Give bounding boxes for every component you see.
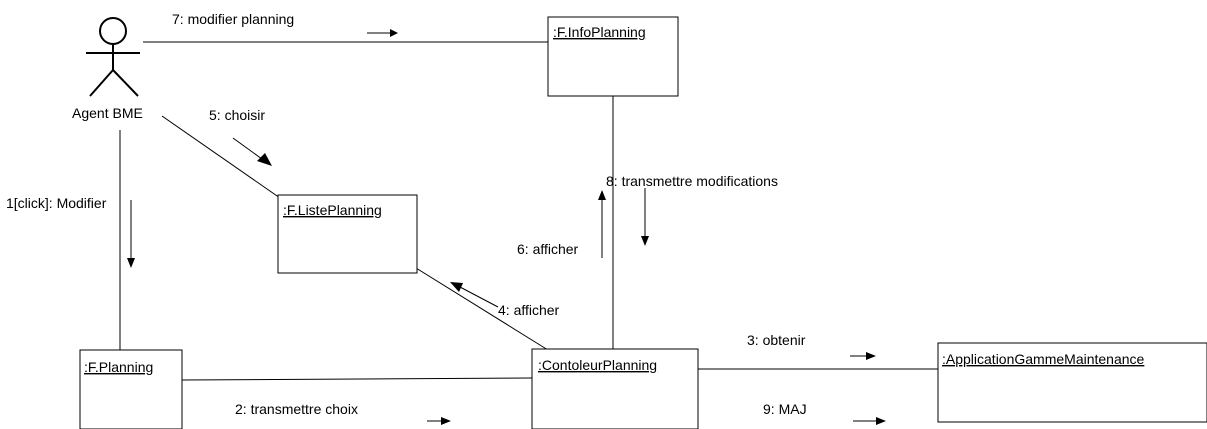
message-m7: 7: modifier planning bbox=[172, 11, 294, 27]
actor-agent-bme bbox=[86, 17, 140, 97]
object-info-planning bbox=[547, 16, 679, 97]
message-m6: 6: afficher bbox=[517, 241, 579, 257]
link-listeplanning-controleur bbox=[415, 267, 549, 351]
actor-head bbox=[99, 17, 127, 45]
object-planning bbox=[79, 349, 183, 429]
link-planning-controleur bbox=[181, 377, 533, 381]
actor-left-leg bbox=[89, 69, 114, 97]
message-m8: 8: transmettre modifications bbox=[606, 173, 778, 189]
arrow-m5 bbox=[232, 137, 272, 166]
message-m9: 9: MAJ bbox=[763, 401, 807, 417]
link-actor-listeplanning bbox=[161, 115, 281, 199]
arrow-m1 bbox=[127, 200, 135, 268]
planning-label: :F.Planning bbox=[84, 359, 153, 375]
object-controleur-planning bbox=[531, 348, 699, 429]
info-planning-label: :F.InfoPlanning bbox=[553, 24, 646, 40]
object-liste-planning bbox=[277, 194, 418, 274]
message-m3: 3: obtenir bbox=[747, 332, 806, 348]
arrow-m2 bbox=[427, 417, 451, 425]
arrow-m6 bbox=[598, 190, 606, 258]
message-m1: 1[click]: Modifier bbox=[6, 195, 107, 211]
links bbox=[119, 41, 938, 381]
object-application-gamme-maintenance bbox=[937, 342, 1207, 423]
message-m4: 4: afficher bbox=[498, 302, 560, 318]
arrow-m4 bbox=[450, 282, 499, 308]
message-m2: 2: transmettre choix bbox=[235, 401, 358, 417]
actor-name: Agent BME bbox=[72, 105, 143, 121]
arrow-m9 bbox=[853, 417, 886, 425]
liste-planning-label: :F.ListePlanning bbox=[283, 202, 382, 218]
arrow-m7 bbox=[367, 29, 398, 37]
message-m5: 5: choisir bbox=[209, 107, 265, 123]
actor-right-leg bbox=[112, 69, 139, 97]
arrow-m8 bbox=[641, 188, 649, 246]
controleur-planning-label: :ContoleurPlanning bbox=[538, 357, 657, 373]
application-gamme-maintenance-label: :ApplicationGammeMaintenance bbox=[942, 351, 1145, 367]
arrow-m3 bbox=[850, 352, 876, 360]
